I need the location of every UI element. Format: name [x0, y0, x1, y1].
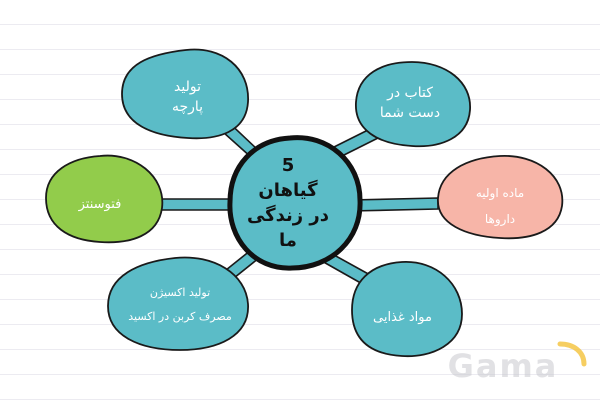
node-books-bubble [355, 61, 471, 148]
node-textile-bubble [121, 48, 249, 140]
central-topic-number: 5 [281, 154, 295, 176]
node-oxygen-line-2: مصرف کربن در اکسید [128, 310, 232, 323]
node-raw-materials-line-2: داروها [484, 212, 516, 226]
watermark-text: Gama [447, 347, 559, 385]
connector-raw-materials [349, 197, 439, 212]
central-topic-line-3: ما [279, 229, 297, 251]
node-textile-line-2: پارچه [171, 99, 204, 115]
node-food: مواد غذایی [355, 305, 450, 329]
node-books-line-1: کتاب در [387, 85, 433, 101]
node-oxygen-line-1: تولید اکسیژن [149, 286, 211, 299]
node-textile: تولید پارچه [140, 72, 235, 122]
watermark-logo: Gama [428, 346, 578, 386]
node-books: کتاب در دست شما [360, 78, 460, 128]
node-raw-materials-line-1: ماده اولیه [475, 186, 525, 200]
node-raw-materials-bubble [437, 155, 564, 240]
node-photosynthesis: فتوسنتز [55, 192, 145, 216]
watermark-arc [557, 341, 587, 367]
node-oxygen-bubble [107, 256, 249, 351]
node-photosynthesis-bubble [45, 154, 164, 244]
node-photosynthesis-line-1: فتوسنتز [78, 196, 122, 212]
node-food-line-1: مواد غذایی [373, 309, 432, 325]
node-oxygen: تولید اکسیژن مصرف کربن در اکسید [110, 280, 250, 330]
node-books-line-2: دست شما [379, 105, 441, 121]
central-topic: 5 گیاهان در زندگی ما [228, 140, 348, 265]
central-topic-line-1: گیاهان [258, 179, 318, 201]
node-textile-line-1: تولید [174, 79, 201, 95]
node-food-bubble [351, 261, 463, 358]
node-raw-materials: ماده اولیه داروها [445, 178, 555, 234]
central-node-bubble [227, 135, 363, 271]
central-topic-line-2: در زندگی [246, 204, 330, 226]
